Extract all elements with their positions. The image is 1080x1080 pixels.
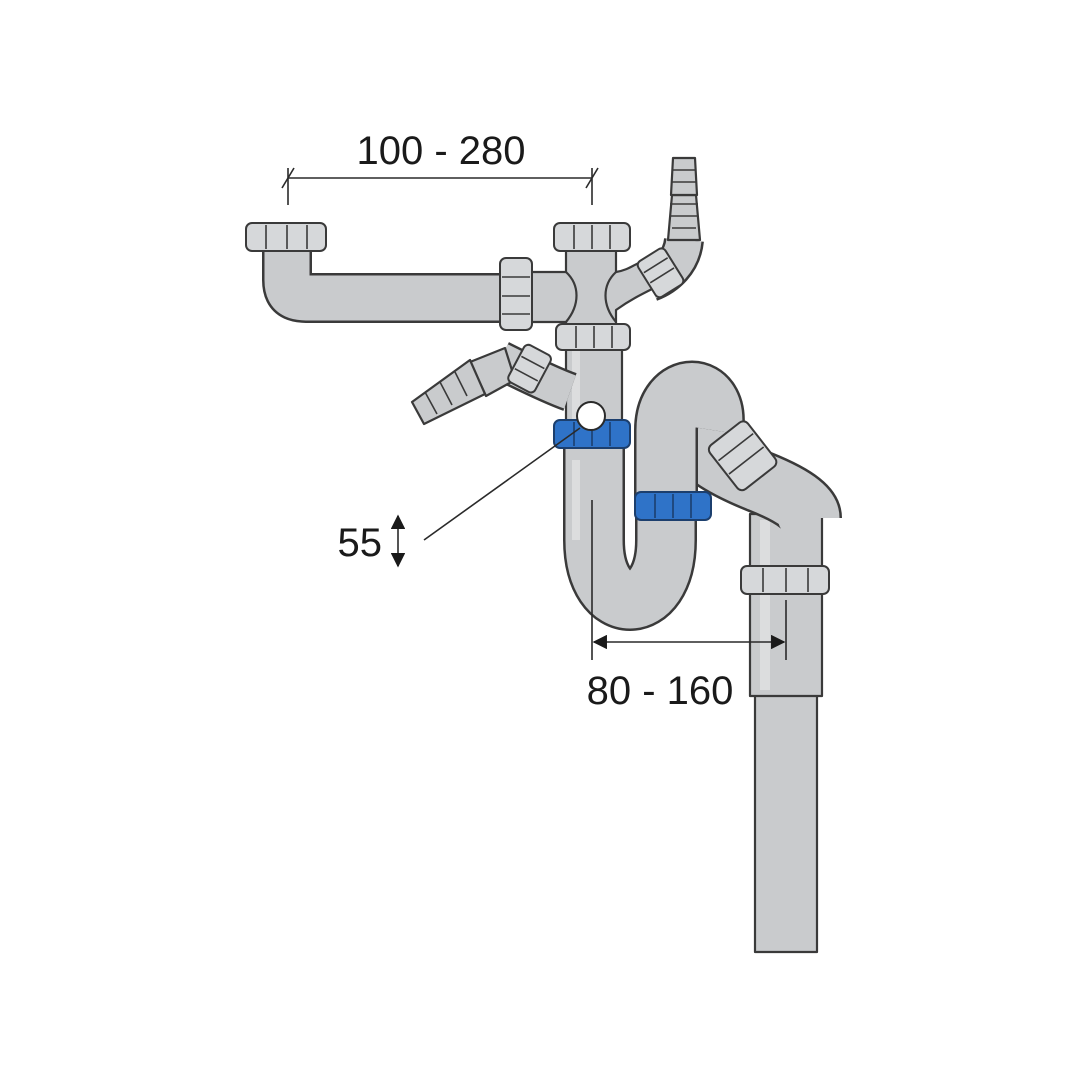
nut-waste-arm [499, 257, 533, 331]
outlet-bend [657, 411, 842, 531]
nut-standpipe [740, 565, 830, 595]
dimension-waste-arm: 100 - 280 [281, 129, 599, 205]
waste-arm [262, 245, 520, 324]
trap-upper-loop [634, 360, 745, 505]
dimension-outlet-offset: 80 - 160 [587, 500, 787, 713]
nut-upper-inlet [636, 247, 685, 299]
overflow-opening [576, 401, 606, 431]
nut-left-top [245, 222, 327, 252]
nut-tee-bottom [555, 323, 631, 351]
dimension-label-seal-depth: 55 [338, 521, 383, 565]
outlet-standpipe [748, 512, 824, 954]
nut-tee-top [553, 222, 631, 252]
seal-ring-trap [634, 491, 712, 521]
dimension-label-outlet-offset: 80 - 160 [587, 669, 734, 713]
trap-u-bend [563, 440, 697, 631]
dimension-seal-depth: 55 [338, 427, 581, 568]
nut-outlet-bend [707, 420, 778, 492]
dimension-label-waste-arm: 100 - 280 [356, 129, 525, 173]
seal-ring-tailpiece [553, 419, 631, 449]
nut-lower-inlet [507, 343, 552, 394]
